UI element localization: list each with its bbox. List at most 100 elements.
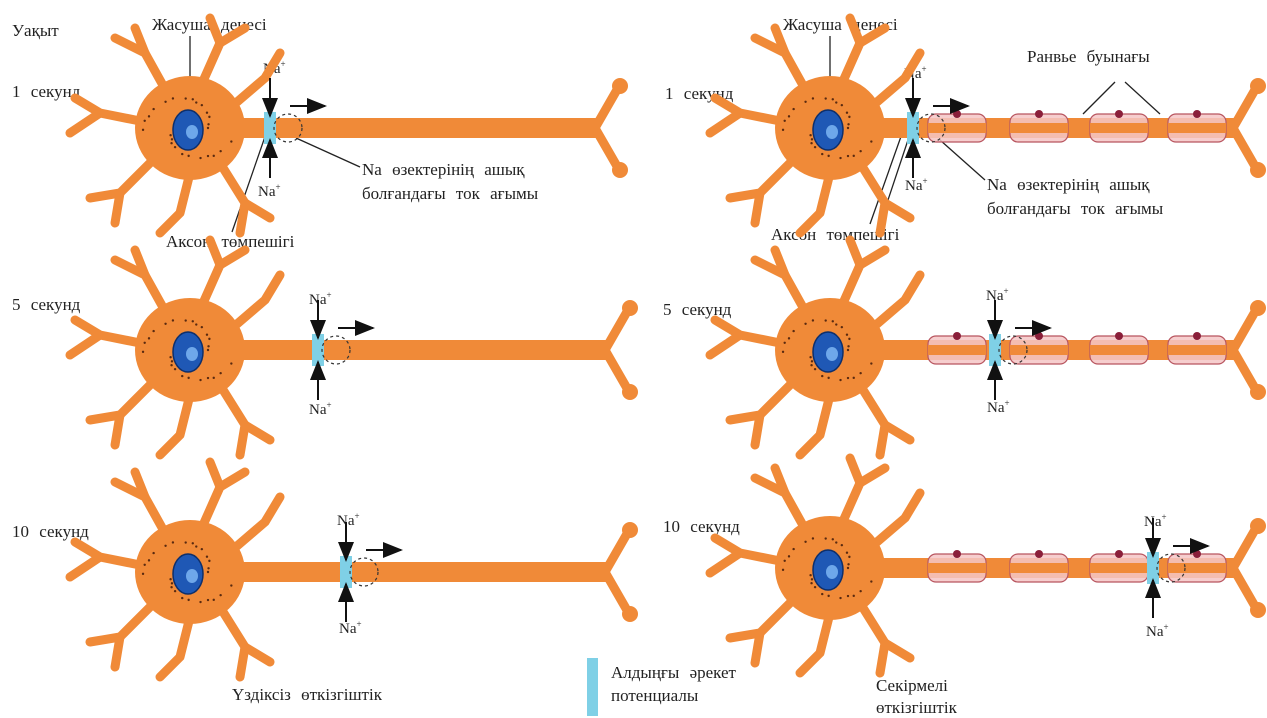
left-r2-soma-granule	[206, 334, 208, 336]
right-r1-terminal-bouton	[1250, 78, 1266, 94]
right-r2-soma-granule	[804, 323, 806, 325]
right-r2-soma-granule	[812, 319, 814, 321]
left-r2-axon-terminal	[605, 350, 628, 390]
right-r1-soma-granule	[783, 120, 785, 122]
right-r1-soma-granule	[804, 101, 806, 103]
right-r2-soma-granule	[821, 375, 823, 377]
right-r3-soma-granule	[839, 597, 841, 599]
left-r1-axon-terminal	[595, 128, 618, 168]
right-r3-axon-terminal	[1233, 528, 1256, 568]
right-r3-axon-terminal	[1233, 568, 1256, 608]
right-r1-soma-granule	[810, 142, 812, 144]
left-r2-soma-granule	[195, 323, 197, 325]
right-r2-soma-granule	[839, 379, 841, 381]
left-r2-soma-granule	[170, 364, 172, 366]
saltatory-conduction-label-line2: өткізгіштік	[876, 698, 958, 717]
right-r1-axon-core	[1168, 123, 1226, 133]
right-r1-schwann-nucleus	[1115, 110, 1123, 118]
right-r2-dendrite	[800, 395, 830, 455]
left-time-row-1: 1 секунд	[12, 82, 81, 101]
left-r1-dendrite	[245, 203, 270, 218]
right-r1-soma-granule	[809, 134, 811, 136]
left-r1-soma-granule	[152, 108, 154, 110]
right-r2-na-bottom: Na+	[987, 398, 1010, 416]
left-r1-soma-granule	[192, 98, 194, 100]
right-r3-dendrite	[860, 603, 885, 673]
left-r3-soma-granule	[201, 548, 203, 550]
left-r2-soma-granule	[152, 330, 154, 332]
continuous-conduction-label: Үздіксіз өткізгіштік	[232, 685, 383, 704]
right-r1-soma-granule	[846, 112, 848, 114]
left-r2-dendrite	[160, 395, 190, 455]
right-r2-soma-granule	[846, 334, 848, 336]
left-r2-soma-granule	[148, 337, 150, 339]
left-r1-soma-granule	[171, 138, 173, 140]
right-current-pointer	[940, 140, 985, 180]
left-r1-soma-granule	[213, 155, 215, 157]
left-r1-soma-granule	[142, 129, 144, 131]
left-r2-na-top: Na+	[309, 290, 332, 308]
legend-line2: потенциалы	[611, 686, 699, 705]
right-r1-axon-terminal	[1233, 88, 1256, 128]
right-r1-schwann-nucleus	[1193, 110, 1201, 118]
left-r2-terminal-bouton	[622, 300, 638, 316]
right-r2-terminal-bouton	[1250, 300, 1266, 316]
left-r3-axon	[230, 562, 610, 582]
right-r2-soma-granule	[832, 320, 834, 322]
right-current-label-line2: болғандағы ток ағымы	[987, 199, 1164, 218]
right-r1-terminal-bouton	[1250, 162, 1266, 178]
right-r1-soma-granule	[841, 104, 843, 106]
right-r3-soma-granule	[835, 541, 837, 543]
left-r1-soma-granule	[219, 150, 221, 152]
saltatory-conduction-label-line1: Секірмелі	[876, 676, 948, 695]
left-r2-soma-granule	[172, 319, 174, 321]
right-r3-schwann-nucleus	[1035, 550, 1043, 558]
left-r3-dendrite	[160, 617, 190, 677]
left-r2-soma-granule	[143, 342, 145, 344]
right-r2-soma-granule	[814, 368, 816, 370]
right-r1-soma-granule	[847, 123, 849, 125]
right-r3-soma-granule	[870, 580, 872, 582]
left-r1-soma-granule	[206, 112, 208, 114]
left-r2-neuron	[70, 240, 638, 455]
right-r3-terminal-bouton	[1250, 602, 1266, 618]
left-r2-soma-granule	[142, 351, 144, 353]
left-r1-soma-granule	[207, 155, 209, 157]
action-potential-legend-swatch	[587, 658, 598, 716]
right-r1-soma-granule	[812, 97, 814, 99]
right-r1-soma-granule	[792, 108, 794, 110]
left-r2-dendrite	[115, 415, 120, 445]
right-r2-soma-granule	[782, 351, 784, 353]
left-r3-dendrite	[70, 557, 100, 577]
right-r3-soma-granule	[847, 567, 849, 569]
right-r1-dendrite	[885, 203, 910, 218]
left-r3-dendrite	[230, 497, 280, 552]
left-r1-terminal-bouton	[612, 78, 628, 94]
right-r3-dendrite	[755, 633, 760, 663]
right-r1-soma-granule	[824, 97, 826, 99]
ranvier-node-label: Ранвье буынағы	[1027, 47, 1150, 66]
right-r3-dendrite	[710, 553, 740, 573]
right-r2-neuron	[710, 240, 1266, 455]
right-r2-axon-terminal	[1233, 310, 1256, 350]
left-r3-soma-granule	[213, 599, 215, 601]
right-r1-soma-granule	[859, 150, 861, 152]
left-r1-nucleolus	[186, 125, 198, 139]
right-r3-soma-granule	[824, 537, 826, 539]
left-r3-soma-granule	[164, 545, 166, 547]
left-r3-dendrite	[115, 637, 120, 667]
right-r1-soma-granule	[782, 129, 784, 131]
left-r1-soma-granule	[172, 97, 174, 99]
left-r2-dendrite	[230, 275, 280, 330]
left-r2-na-bottom: Na+	[309, 400, 332, 418]
right-r2-dendrite	[755, 415, 760, 445]
right-r1-soma-granule	[870, 140, 872, 142]
right-r3-soma-granule	[832, 538, 834, 540]
right-time-row-2: 5 секунд	[663, 300, 732, 319]
left-r2-soma-granule	[219, 372, 221, 374]
right-r3-soma-granule	[788, 555, 790, 557]
left-r1-na-bottom: Na+	[258, 182, 281, 200]
right-r2-soma-granule	[870, 362, 872, 364]
left-r1-soma-granule	[181, 153, 183, 155]
right-current-label-line1: Na өзектерінің ашық	[987, 175, 1150, 194]
